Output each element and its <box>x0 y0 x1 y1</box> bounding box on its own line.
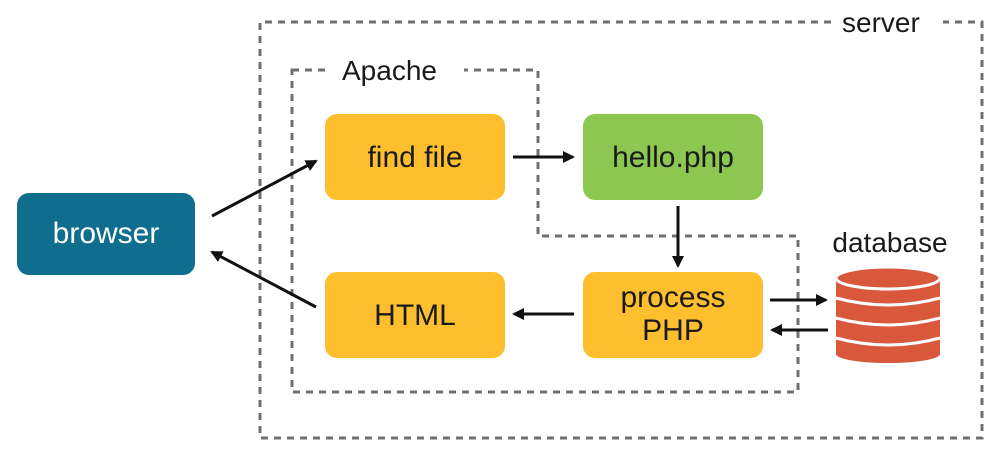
arrow-browser-to-find-file <box>211 159 318 218</box>
arrow-html-to-browser <box>210 250 317 309</box>
database-icon <box>834 265 942 363</box>
find-file-box: find file <box>325 114 505 200</box>
server-region-border <box>258 20 984 440</box>
process-php-label-line1: process <box>620 281 725 314</box>
hello-php-box: hello.php <box>583 114 763 200</box>
html-box: HTML <box>325 272 505 358</box>
apache-label: Apache <box>342 55 437 86</box>
browser-box: browser <box>17 193 195 275</box>
hello-php-label: hello.php <box>612 141 734 174</box>
find-file-label: find file <box>367 141 462 174</box>
process-php-label-line2: PHP <box>642 314 704 347</box>
html-label: HTML <box>374 299 456 332</box>
browser-label: browser <box>53 217 160 250</box>
server-label: server <box>842 7 920 38</box>
process-php-box: process PHP <box>583 272 763 358</box>
database-label: database <box>832 227 947 258</box>
